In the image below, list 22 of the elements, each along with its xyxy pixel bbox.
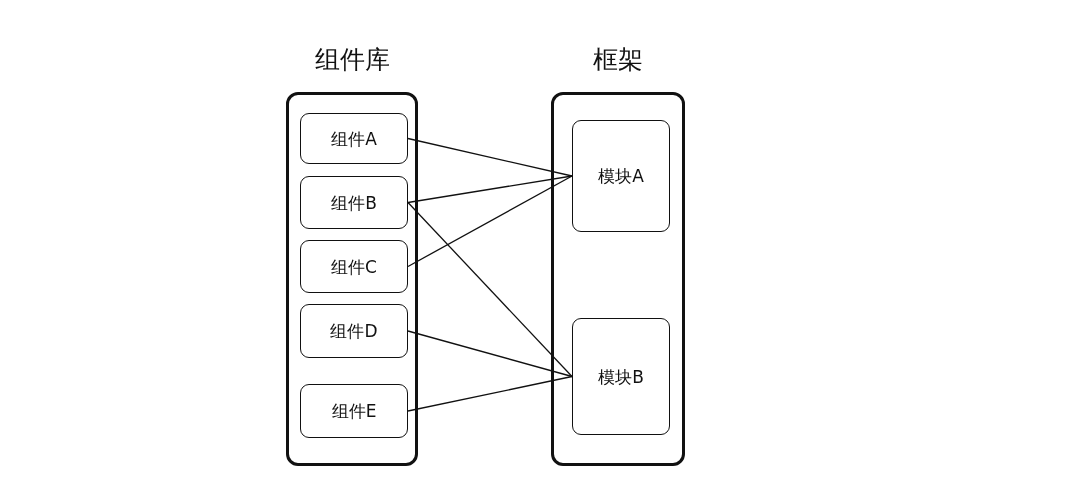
group-heading: 框架 bbox=[593, 44, 643, 76]
box-label: 组件B bbox=[331, 191, 377, 214]
module-box bbox=[572, 120, 670, 232]
module-box bbox=[300, 240, 408, 293]
module-box bbox=[300, 176, 408, 229]
module-box bbox=[572, 318, 670, 435]
connector-line bbox=[407, 330, 573, 378]
module-box bbox=[300, 384, 408, 438]
box-label: 模块B bbox=[598, 365, 644, 388]
module-box bbox=[300, 304, 408, 358]
module-box bbox=[300, 113, 408, 164]
connector-line bbox=[407, 201, 573, 378]
box-label: 组件E bbox=[331, 399, 377, 423]
box-label: 模块A bbox=[598, 164, 644, 188]
connector-line bbox=[407, 175, 573, 204]
group-heading: 组件库 bbox=[314, 44, 390, 76]
connector-line bbox=[407, 175, 573, 268]
connector-line bbox=[407, 137, 573, 177]
connector-line bbox=[407, 375, 573, 412]
box-label: 组件D bbox=[330, 319, 378, 343]
box-label: 组件A bbox=[331, 127, 377, 150]
box-label: 组件C bbox=[331, 255, 377, 278]
